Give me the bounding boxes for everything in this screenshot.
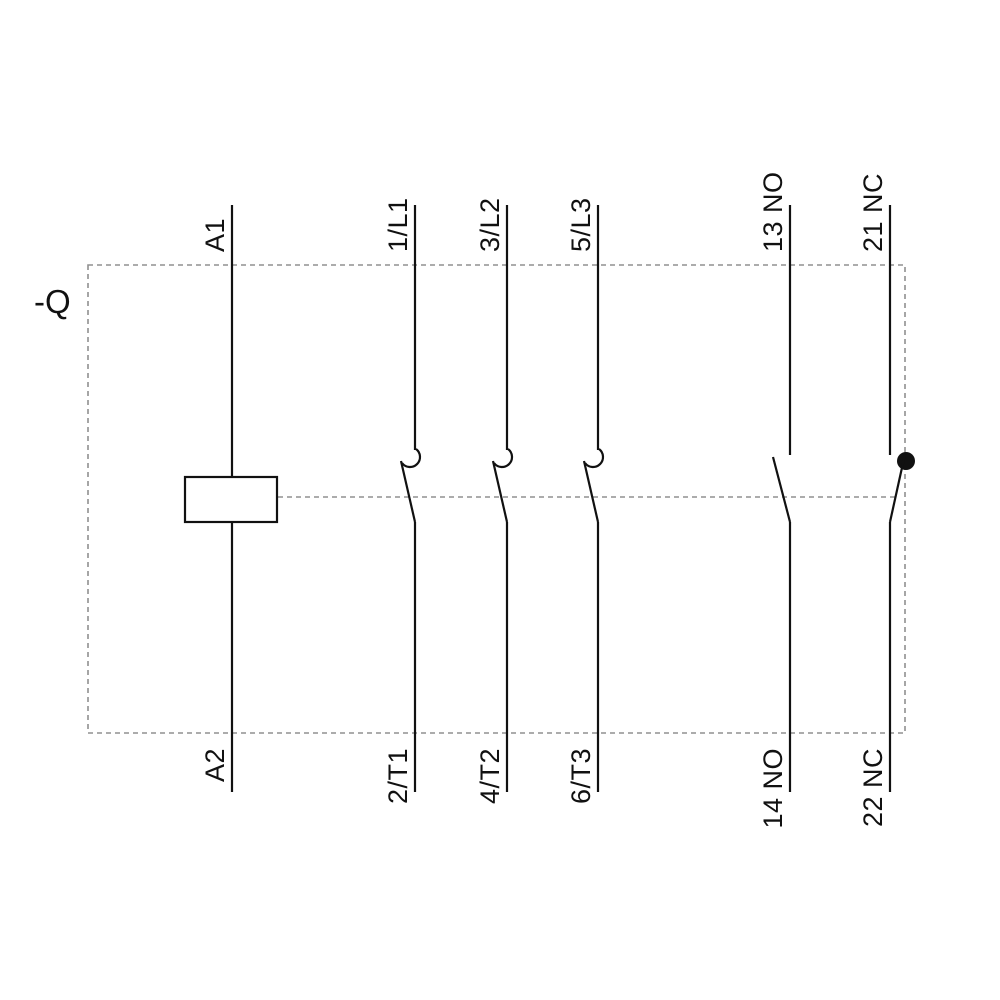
main-pole-3: 5/L3 6/T3 bbox=[566, 197, 605, 804]
terminal-label-a1: A1 bbox=[200, 218, 230, 252]
pole2-contact-blade bbox=[491, 460, 509, 523]
coil-box bbox=[183, 475, 279, 524]
terminal-label-2t1: 2/T1 bbox=[383, 748, 413, 804]
main-pole-2: 3/L2 4/T2 bbox=[475, 197, 514, 804]
pole2-main-contact-hook bbox=[493, 448, 514, 469]
pole3-main-contact-hook bbox=[584, 448, 605, 469]
main-pole-1: 1/L1 2/T1 bbox=[383, 197, 422, 804]
pole3-contact-blade bbox=[582, 460, 600, 523]
terminal-label-4t2: 4/T2 bbox=[475, 748, 505, 804]
terminal-label-13no: 13 NO bbox=[758, 171, 788, 252]
nc-contact-dot bbox=[897, 452, 915, 470]
terminal-label-1l1: 1/L1 bbox=[383, 197, 413, 252]
device-designation-label: -Q bbox=[34, 283, 71, 320]
aux-nc-contact: 21 NC 22 NC bbox=[858, 173, 915, 827]
pole1-main-contact-hook bbox=[401, 448, 422, 469]
pole1-contact-blade bbox=[399, 460, 417, 523]
terminal-label-3l2: 3/L2 bbox=[475, 197, 505, 252]
terminal-label-6t3: 6/T3 bbox=[566, 748, 596, 804]
auxnc-contact-blade bbox=[888, 453, 907, 523]
terminal-label-14no: 14 NO bbox=[758, 748, 788, 829]
terminal-label-22nc: 22 NC bbox=[858, 748, 888, 827]
aux-no-contact: 13 NO 14 NO bbox=[758, 171, 792, 829]
coil-column: A1 A2 bbox=[183, 205, 279, 792]
auxno-contact-blade bbox=[771, 456, 792, 523]
terminal-label-a2: A2 bbox=[200, 748, 230, 782]
terminal-label-21nc: 21 NC bbox=[858, 173, 888, 252]
enclosure-dashed-border bbox=[87, 264, 906, 734]
terminal-label-5l3: 5/L3 bbox=[566, 197, 596, 252]
